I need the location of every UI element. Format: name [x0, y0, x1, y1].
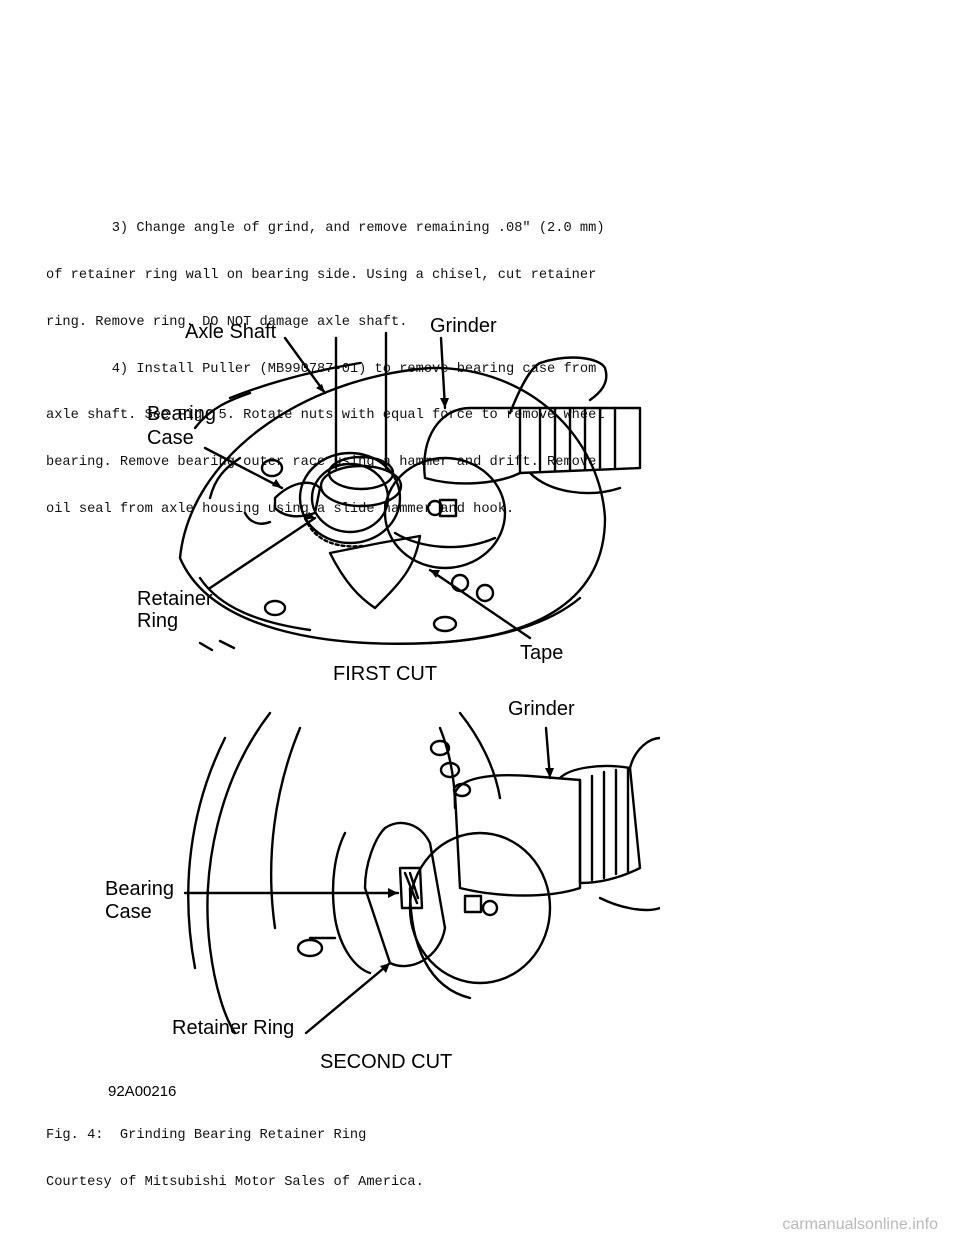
label-tape: Tape: [520, 642, 563, 664]
title-first-cut: FIRST CUT: [333, 663, 437, 685]
label-retainer-ring-first-1: Retainer: [137, 588, 213, 610]
caption-line-2: Courtesy of Mitsubishi Motor Sales of Am…: [46, 1174, 424, 1190]
label-bearing-case-first-1: Bearing: [147, 403, 216, 425]
figure-caption: Fig. 4: Grinding Bearing Retainer Ring C…: [46, 1097, 424, 1222]
body-line: of retainer ring wall on bearing side. U…: [46, 267, 597, 283]
title-second-cut: SECOND CUT: [320, 1051, 452, 1073]
watermark-link[interactable]: carmanualsonline.info: [782, 1216, 938, 1233]
label-bearing-case-second-2: Case: [105, 901, 152, 923]
body-line: 3) Change angle of grind, and remove rem…: [46, 221, 605, 237]
body-line: 4) Install Puller (MB990787-01) to remov…: [46, 361, 597, 377]
caption-line-1: Fig. 4: Grinding Bearing Retainer Ring: [46, 1128, 367, 1144]
figure-code: 92A00216: [108, 1083, 176, 1098]
body-line: ring. Remove ring. DO NOT damage axle sh…: [46, 314, 408, 330]
figure-svg: Axle Shaft Grinder Bearing Case Retainer…: [105, 315, 660, 1098]
label-bearing-case-second-1: Bearing: [105, 878, 174, 900]
label-bearing-case-first-2: Case: [147, 427, 194, 449]
second-cut-drawing: [187, 711, 660, 1035]
label-retainer-ring-second: Retainer Ring: [172, 1017, 294, 1039]
first-cut-drawing: [178, 331, 642, 652]
label-grinder-second: Grinder: [508, 698, 575, 720]
label-grinder-first: Grinder: [430, 315, 497, 337]
label-axle-shaft: Axle Shaft: [185, 321, 277, 343]
body-line: axle shaft. See Fig. 5. Rotate nuts with…: [46, 408, 605, 424]
label-retainer-ring-first-2: Ring: [137, 610, 178, 632]
figure-grinding-illustration: Axle Shaft Grinder Bearing Case Retainer…: [100, 308, 660, 1098]
